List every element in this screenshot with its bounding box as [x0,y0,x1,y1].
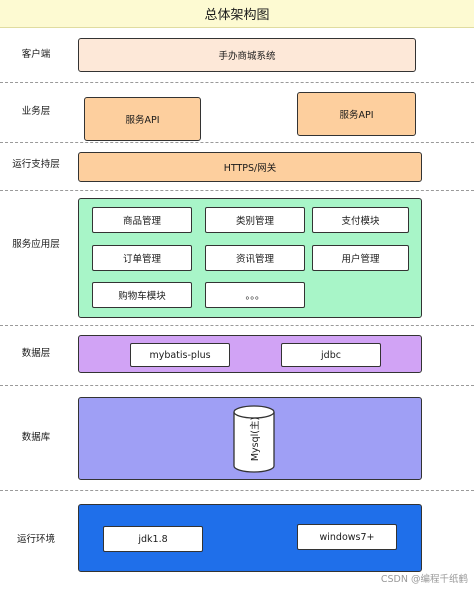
layer-label-database: 数据库 [21,432,51,443]
module-more-ellipsis: 。。。 [205,282,305,308]
module-news-management: 资讯管理 [205,245,305,271]
database-cylinder-label: Mysql(主) [232,404,276,474]
jdbc-box: jdbc [281,343,381,367]
service-api-box-right: 服务API [297,92,416,136]
client-system-box: 手办商城系统 [78,38,416,72]
jdk-version-box: jdk1.8 [103,526,203,552]
database-cylinder-icon [233,405,275,473]
module-user-management: 用户管理 [312,245,409,271]
mybatis-plus-box: mybatis-plus [130,343,230,367]
layer-separator [0,325,474,326]
layer-label-environment: 运行环境 [16,534,55,545]
module-shopping-cart: 购物车模块 [92,282,192,308]
database-cylinder-text: Mysql(主) [250,416,262,462]
layer-separator [0,190,474,191]
diagram-title: 总体架构图 [0,0,474,28]
module-category-management: 类别管理 [205,207,305,233]
module-order-management: 订单管理 [92,245,192,271]
layer-separator [0,385,474,386]
layer-label-service: 服务应用层 [12,239,60,250]
module-product-management: 商品管理 [92,207,192,233]
https-gateway-box: HTTPS/网关 [78,152,422,182]
layer-label-runtime-support: 运行支持层 [12,159,60,170]
layer-separator [0,142,474,143]
layer-separator [0,490,474,491]
layer-separator [0,82,474,83]
layer-label-client: 客户端 [21,49,51,60]
windows-version-box: windows7+ [297,524,397,550]
layer-label-data: 数据层 [21,348,51,359]
layer-label-business: 业务层 [21,106,51,117]
module-payment: 支付模块 [312,207,409,233]
service-api-box-left: 服务API [84,97,201,141]
csdn-watermark: CSDN @编程千纸鹤 [380,574,468,585]
